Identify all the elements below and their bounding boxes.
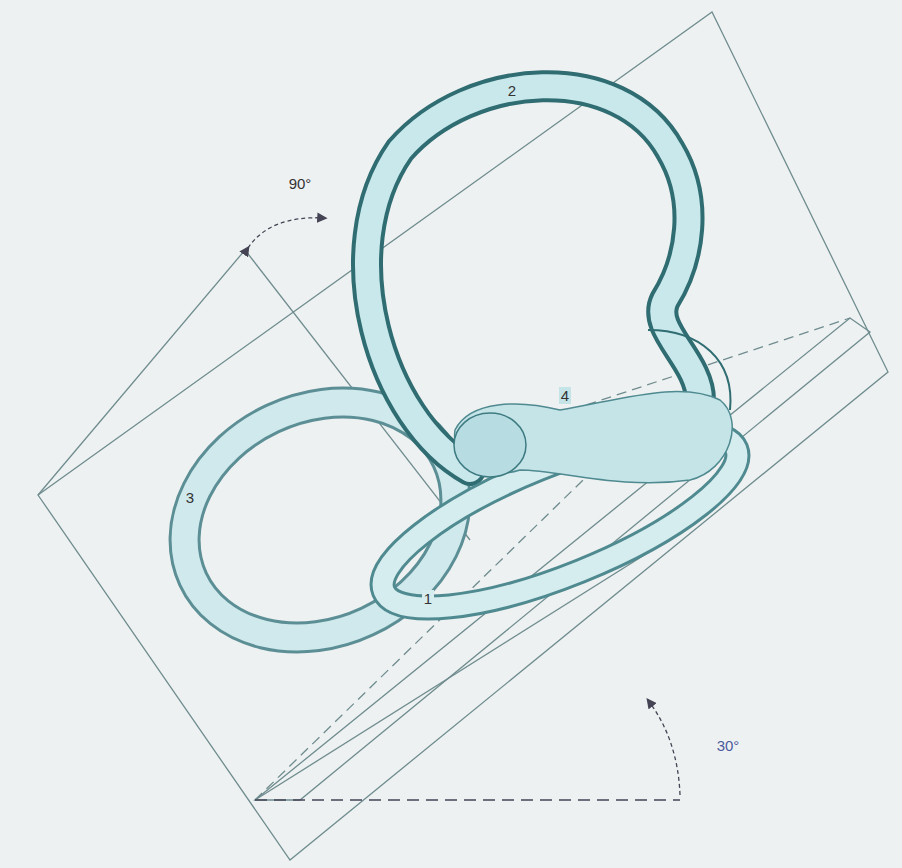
callout-number: 4 xyxy=(559,387,571,404)
utricle xyxy=(455,391,733,482)
horizontal-reference xyxy=(255,799,680,801)
canal-shading xyxy=(648,330,730,410)
callout-number: 3 xyxy=(184,489,196,506)
callout-number: 90° xyxy=(287,175,314,192)
callout-number: 2 xyxy=(506,82,518,99)
angle-arc xyxy=(648,700,680,795)
vertical-plane xyxy=(38,12,888,860)
callout-number: 30° xyxy=(715,737,742,754)
ampulla xyxy=(454,413,526,477)
plane-edge xyxy=(255,520,700,800)
reference-planes xyxy=(38,12,888,860)
angle-arc xyxy=(248,218,325,248)
callout-number: 1 xyxy=(422,590,434,607)
semicircular-canals xyxy=(146,86,757,680)
